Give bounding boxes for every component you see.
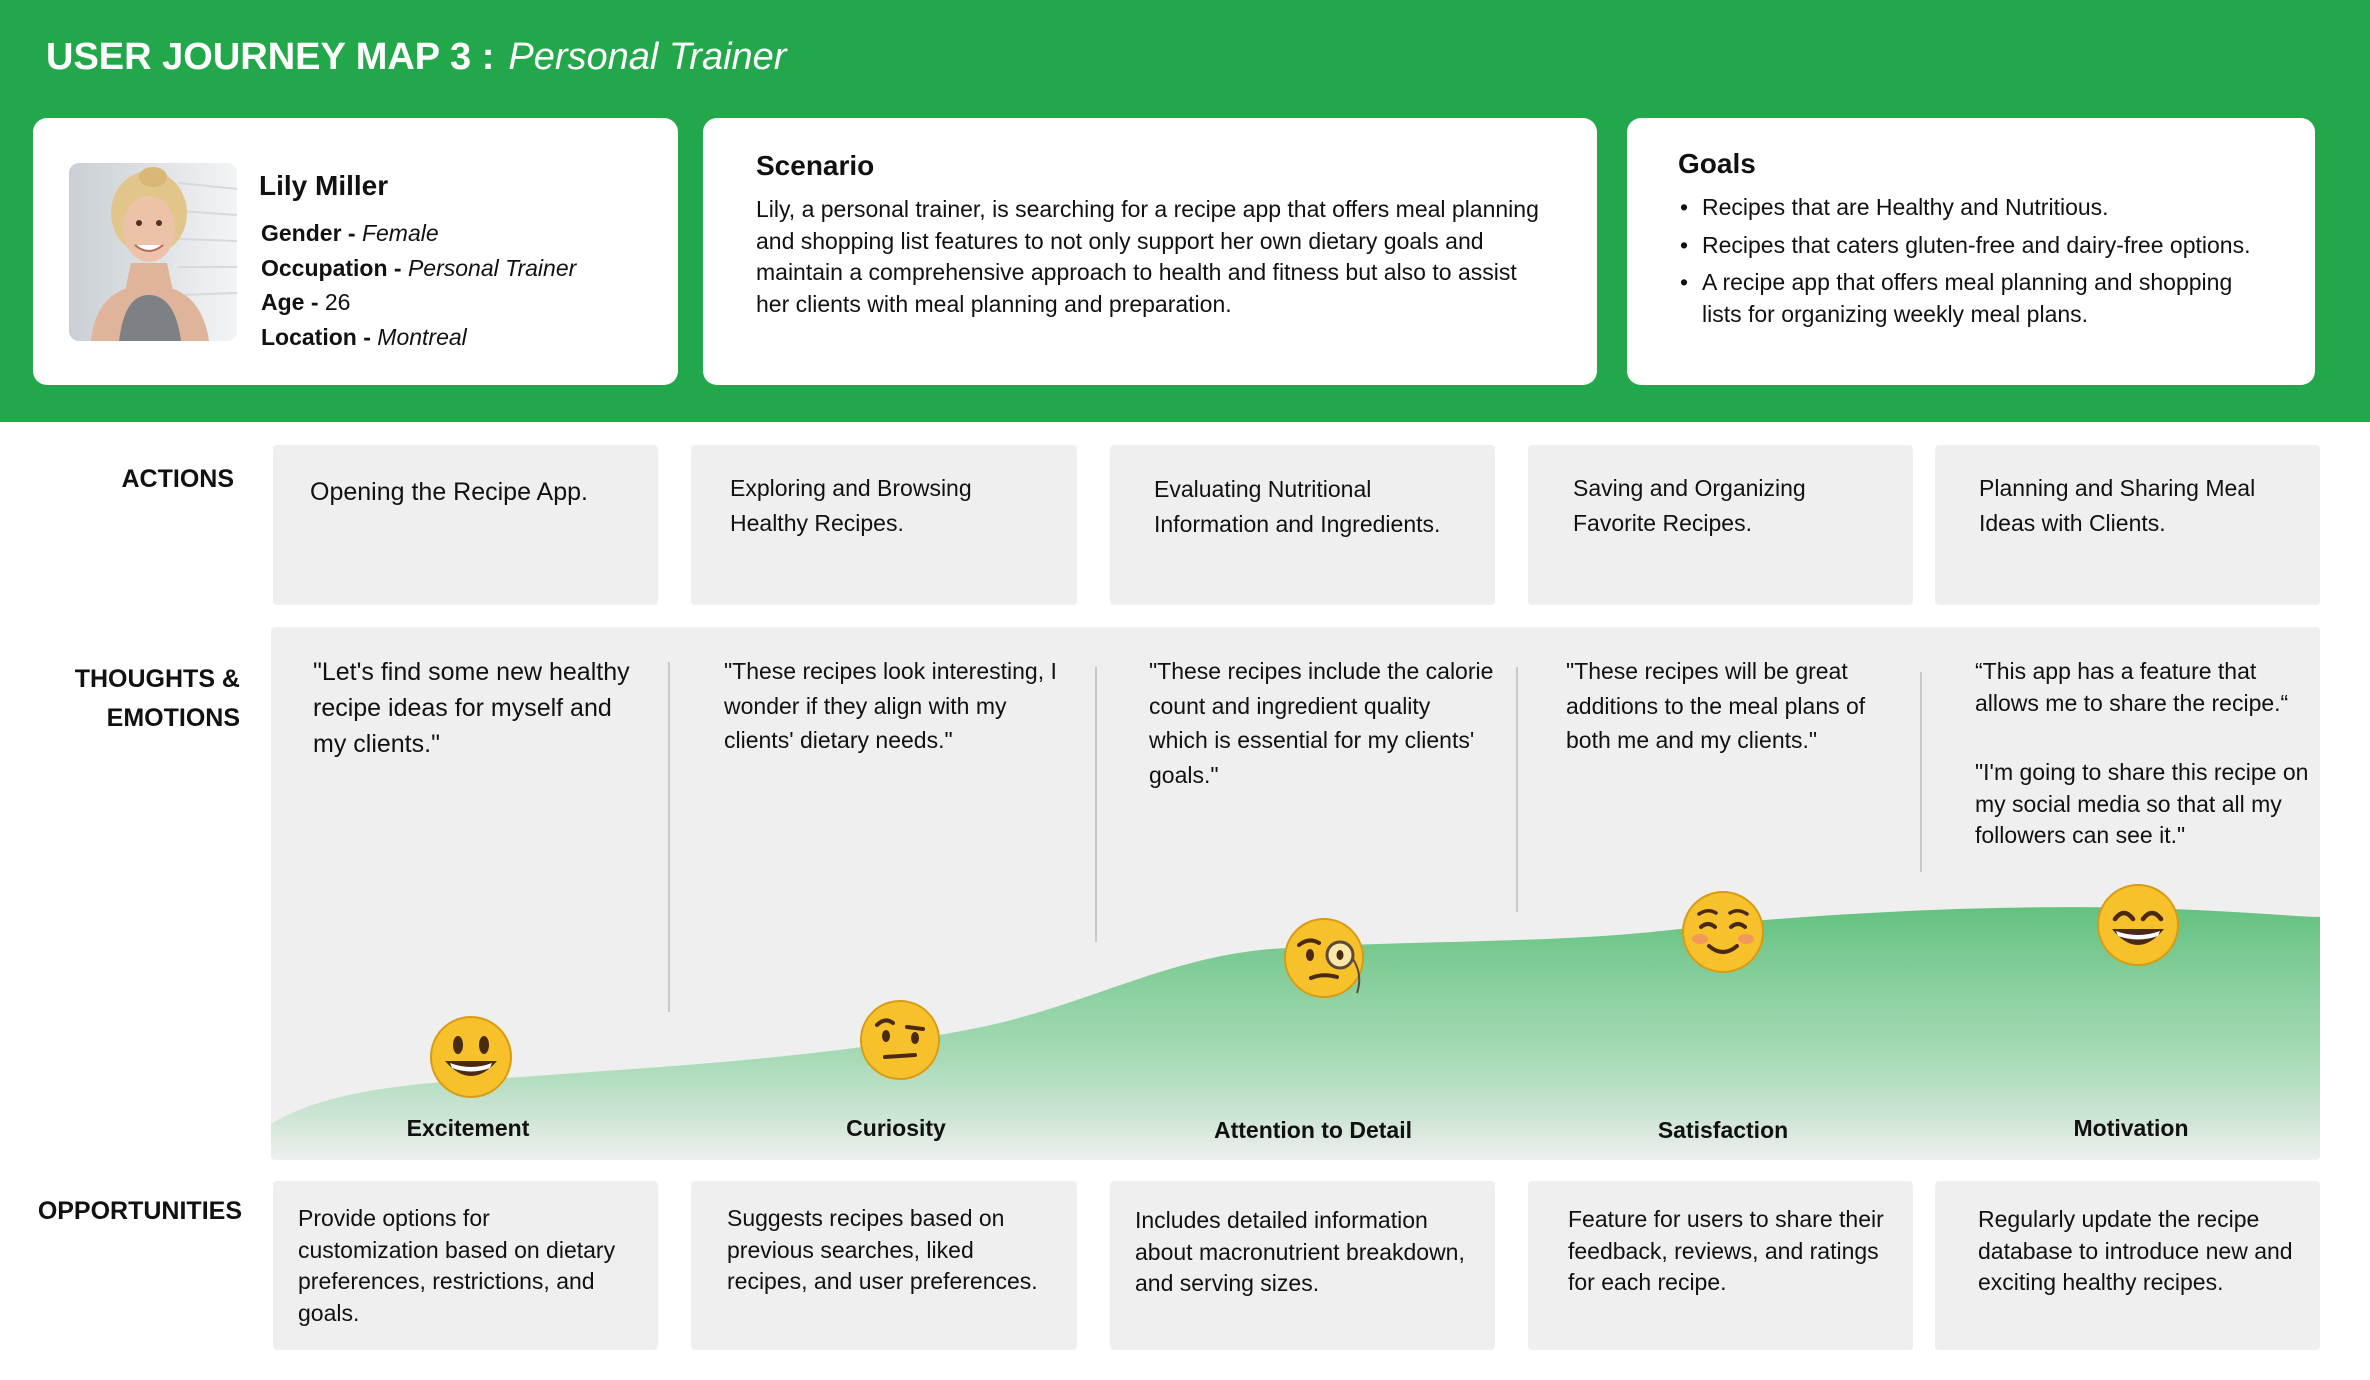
goal-item: Recipes that caters gluten-free and dair… bbox=[1678, 230, 2278, 262]
column-divider bbox=[1095, 667, 1097, 942]
grinning-face-icon bbox=[430, 1016, 512, 1098]
opportunity-box-2: Suggests recipes based on previous searc… bbox=[691, 1181, 1077, 1350]
opportunity-text: Regularly update the recipe database to … bbox=[1978, 1206, 2293, 1295]
scenario-text: Lily, a personal trainer, is searching f… bbox=[756, 196, 1539, 317]
raised-eyebrow-face-icon bbox=[860, 1000, 940, 1080]
persona-field-label: Occupation - bbox=[261, 254, 408, 281]
action-text: Evaluating Nutritional Information and I… bbox=[1154, 476, 1441, 537]
goals-heading: Goals bbox=[1678, 148, 1756, 179]
opportunity-box-4: Feature for users to share their feedbac… bbox=[1528, 1181, 1913, 1350]
persona-location: Location - Montreal bbox=[261, 320, 576, 355]
opportunity-text: Provide options for customization based … bbox=[298, 1205, 616, 1326]
thought-text-2: "These recipes look interesting, I wonde… bbox=[724, 658, 1057, 753]
action-box-1: Opening the Recipe App. bbox=[273, 445, 658, 605]
smiling-blush-face-icon bbox=[1682, 891, 1764, 973]
action-text: Exploring and Browsing Healthy Recipes. bbox=[730, 475, 972, 536]
persona-field-label: Age - bbox=[261, 289, 325, 315]
opportunity-box-5: Regularly update the recipe database to … bbox=[1935, 1181, 2320, 1350]
persona-field-value: Montreal bbox=[377, 323, 467, 350]
persona-card: Lily Miller Gender - Female Occupation -… bbox=[33, 118, 678, 385]
opportunity-text: Includes detailed information about macr… bbox=[1135, 1207, 1465, 1296]
action-text: Saving and Organizing Favorite Recipes. bbox=[1573, 475, 1806, 536]
action-text: Planning and Sharing Meal Ideas with Cli… bbox=[1979, 475, 2256, 536]
persona-field-value: Female bbox=[361, 220, 439, 246]
opportunities-row-label: OPPORTUNITIES bbox=[37, 1197, 242, 1225]
emotion-label-3: Attention to Detail bbox=[1213, 1117, 1413, 1143]
thoughts-emotions-panel: "Let's find some new healthy recipe idea… bbox=[271, 627, 2320, 1160]
thought-text-5a: “This app has a feature that allows me t… bbox=[1975, 658, 2289, 716]
persona-occupation: Occupation - Personal Trainer bbox=[261, 251, 576, 286]
goals-card: Goals Recipes that are Healthy and Nutri… bbox=[1627, 118, 2315, 385]
thought-text-3: "These recipes include the calorie count… bbox=[1149, 658, 1494, 788]
persona-field-label: Location - bbox=[261, 323, 378, 350]
actions-row-label: ACTIONS bbox=[121, 465, 235, 493]
opportunity-text: Feature for users to share their feedbac… bbox=[1568, 1206, 1884, 1295]
persona-details: Gender - Female Occupation - Personal Tr… bbox=[261, 216, 576, 354]
action-box-5: Planning and Sharing Meal Ideas with Cli… bbox=[1935, 445, 2320, 605]
persona-age: Age - 26 bbox=[261, 285, 576, 320]
opportunity-text: Suggests recipes based on previous searc… bbox=[727, 1205, 1038, 1294]
title-sub: Personal Trainer bbox=[508, 36, 787, 78]
thought-text-5b: "I'm going to share this recipe on my so… bbox=[1975, 759, 2309, 848]
monocle-face-icon bbox=[1284, 918, 1364, 998]
column-divider bbox=[1920, 672, 1922, 872]
thought-text-4: "These recipes will be great additions t… bbox=[1566, 658, 1866, 753]
persona-field-value: Personal Trainer bbox=[407, 254, 577, 281]
opportunity-box-3: Includes detailed information about macr… bbox=[1110, 1181, 1495, 1350]
persona-name: Lily Miller bbox=[259, 170, 389, 201]
goals-list: Recipes that are Healthy and Nutritious.… bbox=[1678, 192, 2278, 336]
goal-item: Recipes that are Healthy and Nutritious. bbox=[1678, 192, 2278, 224]
persona-gender: Gender - Female bbox=[261, 216, 576, 251]
emotion-label-2: Curiosity bbox=[846, 1115, 946, 1141]
action-box-4: Saving and Organizing Favorite Recipes. bbox=[1528, 445, 1913, 605]
scenario-card: Scenario Lily, a personal trainer, is se… bbox=[703, 118, 1597, 385]
column-divider bbox=[1516, 667, 1518, 912]
action-text: Opening the Recipe App. bbox=[310, 478, 588, 506]
opportunity-box-1: Provide options for customization based … bbox=[273, 1181, 658, 1350]
goal-item: A recipe app that offers meal planning a… bbox=[1678, 267, 2278, 330]
column-divider bbox=[668, 662, 670, 1012]
emotion-label-5: Motivation bbox=[2073, 1115, 2189, 1141]
page-title: USER JOURNEY MAP 3 : Personal Trainer bbox=[46, 36, 786, 79]
thought-text-1: "Let's find some new healthy recipe idea… bbox=[313, 658, 630, 758]
thoughts-row-label: THOUGHTS & EMOTIONS bbox=[74, 665, 240, 732]
grinning-smiling-eyes-icon bbox=[2097, 884, 2179, 966]
persona-field-label: Gender - bbox=[261, 220, 362, 246]
title-main: USER JOURNEY MAP 3 : bbox=[46, 36, 495, 78]
action-box-3: Evaluating Nutritional Information and I… bbox=[1110, 445, 1495, 605]
emotion-label-1: Excitement bbox=[406, 1115, 530, 1141]
scenario-heading: Scenario bbox=[756, 150, 875, 181]
emotion-label-4: Satisfaction bbox=[1657, 1117, 1789, 1143]
persona-field-value: 26 bbox=[324, 289, 351, 315]
emotion-curve bbox=[271, 907, 2320, 1160]
action-box-2: Exploring and Browsing Healthy Recipes. bbox=[691, 445, 1077, 605]
avatar bbox=[69, 163, 237, 341]
